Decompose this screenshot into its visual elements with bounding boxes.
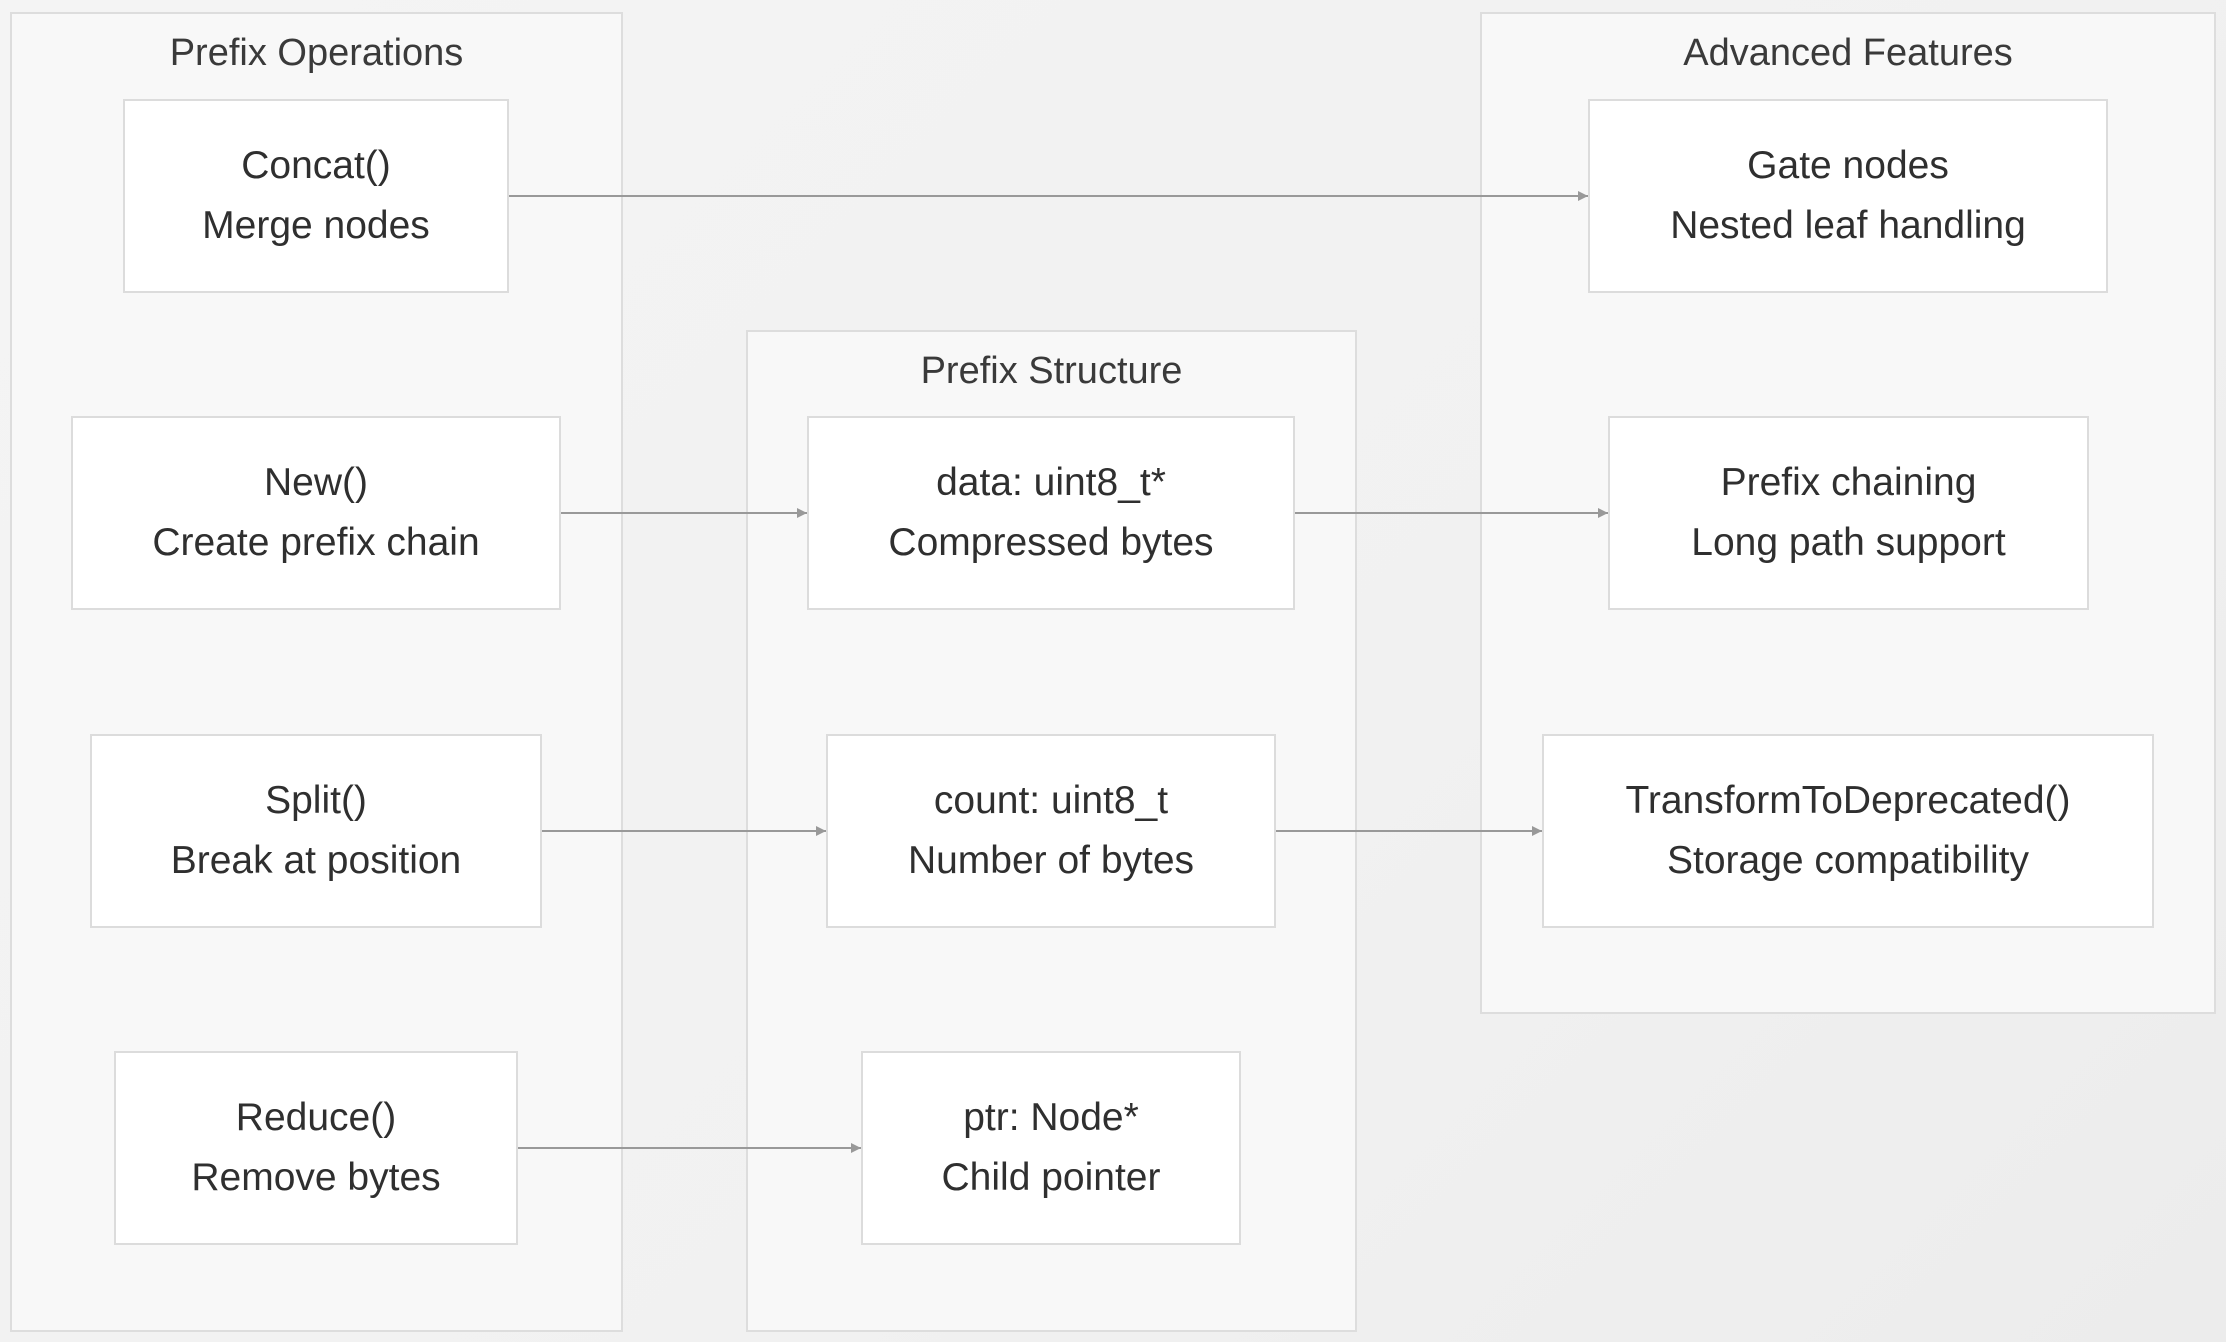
node-data-title: data: uint8_t*	[936, 461, 1166, 504]
node-ptr[interactable]: ptr: Node* Child pointer	[861, 1051, 1241, 1245]
node-chaining-desc: Long path support	[1691, 521, 2006, 564]
node-new-desc: Create prefix chain	[152, 521, 480, 564]
node-count-title: count: uint8_t	[933, 779, 1169, 822]
group-title-advanced-features: Advanced Features	[1683, 32, 2013, 74]
node-new-title: New()	[264, 461, 368, 504]
node-gate[interactable]: Gate nodes Nested leaf handling	[1588, 99, 2108, 293]
node-transform[interactable]: TransformToDeprecated() Storage compatib…	[1542, 734, 2154, 928]
node-split-title: Split()	[265, 779, 367, 822]
node-split[interactable]: Split() Break at position	[90, 734, 542, 928]
group-title-prefix-operations: Prefix Operations	[169, 32, 464, 74]
node-gate-desc: Nested leaf handling	[1670, 204, 2026, 247]
node-reduce[interactable]: Reduce() Remove bytes	[114, 1051, 518, 1245]
node-reduce-desc: Remove bytes	[191, 1156, 441, 1199]
node-chaining[interactable]: Prefix chaining Long path support	[1608, 416, 2089, 610]
node-data-desc: Compressed bytes	[888, 521, 1214, 564]
node-gate-title: Gate nodes	[1747, 144, 1949, 187]
node-ptr-title: ptr: Node*	[963, 1096, 1139, 1139]
node-new[interactable]: New() Create prefix chain	[71, 416, 561, 610]
group-title-prefix-structure: Prefix Structure	[920, 350, 1183, 392]
node-reduce-title: Reduce()	[235, 1096, 397, 1139]
node-ptr-desc: Child pointer	[941, 1156, 1161, 1199]
node-concat[interactable]: Concat() Merge nodes	[123, 99, 509, 293]
node-split-desc: Break at position	[170, 839, 462, 882]
node-transform-desc: Storage compatibility	[1666, 839, 2029, 882]
node-data[interactable]: data: uint8_t* Compressed bytes	[807, 416, 1295, 610]
node-chaining-title: Prefix chaining	[1720, 461, 1977, 504]
node-count[interactable]: count: uint8_t Number of bytes	[826, 734, 1276, 928]
node-concat-title: Concat()	[241, 144, 391, 187]
node-transform-title: TransformToDeprecated()	[1625, 779, 2071, 822]
node-count-desc: Number of bytes	[907, 839, 1195, 882]
node-concat-desc: Merge nodes	[202, 204, 430, 247]
